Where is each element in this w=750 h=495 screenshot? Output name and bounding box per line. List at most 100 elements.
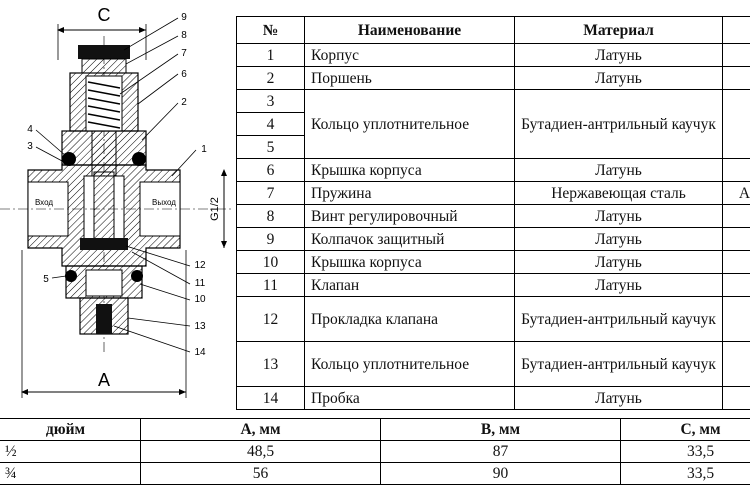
- part-name: Корпус: [304, 43, 515, 67]
- header-extra: [722, 16, 750, 44]
- dim-c-label: C: [98, 5, 111, 25]
- callout-3: 3: [27, 141, 33, 152]
- part-extra: [722, 250, 750, 274]
- inlet-label: Вход: [35, 198, 53, 207]
- part-name: Крышка корпуса: [304, 250, 515, 274]
- header-a: А, мм: [140, 418, 381, 441]
- part-extra: [722, 296, 750, 342]
- part-number: 13: [236, 341, 305, 387]
- part-extra: [722, 158, 750, 182]
- callout-10: 10: [194, 294, 206, 305]
- callout-13: 13: [194, 321, 206, 332]
- header-name: Наименование: [304, 16, 515, 44]
- header-size: дюйм: [0, 418, 141, 441]
- part-name: Кольцо уплотнительное: [304, 341, 515, 387]
- part-extra: [722, 66, 750, 90]
- header-number: №: [236, 16, 305, 44]
- part-number: 11: [236, 273, 305, 297]
- part-number: 8: [236, 204, 305, 228]
- part-material: Бутадиен-антрильный каучук: [514, 296, 723, 342]
- part-material: Бутадиен-антрильный каучук: [514, 341, 723, 387]
- part-name: Пробка: [304, 386, 515, 410]
- part-number: 10: [236, 250, 305, 274]
- size-cell: ¾: [0, 462, 141, 485]
- part-number: 3: [236, 89, 305, 113]
- header-material: Материал: [514, 16, 723, 44]
- c-cell: 33,5: [620, 440, 750, 463]
- part-extra: [722, 89, 750, 159]
- part-extra: А: [722, 181, 750, 205]
- c-cell: 33,5: [620, 462, 750, 485]
- part-extra: [722, 273, 750, 297]
- callout-11: 11: [195, 278, 206, 289]
- header-b: B, мм: [380, 418, 621, 441]
- dims-header-row: дюйм А, мм B, мм С, мм: [0, 418, 750, 441]
- b-cell: 87: [380, 440, 621, 463]
- callout-5: 5: [43, 274, 49, 285]
- parts-header-row: № Наименование Материал: [236, 16, 750, 44]
- size-cell: ½: [0, 440, 141, 463]
- part-material: Латунь: [514, 250, 723, 274]
- part-material: Латунь: [514, 66, 723, 90]
- part-number: 4: [236, 112, 305, 136]
- part-material: Латунь: [514, 227, 723, 251]
- part-number: 6: [236, 158, 305, 182]
- part-number: 1: [236, 43, 305, 67]
- part-extra: [722, 227, 750, 251]
- part-name: Пружина: [304, 181, 515, 205]
- part-material: Нержавеющая сталь: [514, 181, 723, 205]
- callout-9: 9: [181, 12, 187, 23]
- part-material: Латунь: [514, 386, 723, 410]
- parts-row: 5: [236, 135, 750, 159]
- spring-icon: [87, 81, 121, 129]
- callout-14: 14: [194, 347, 206, 358]
- a-cell: 48,5: [140, 440, 381, 463]
- part-material: Бутадиен-антрильный каучук: [514, 89, 723, 159]
- part-material: Латунь: [514, 273, 723, 297]
- part-material: Латунь: [514, 204, 723, 228]
- b-cell: 90: [380, 462, 621, 485]
- part-name: Кольцо уплотнительное: [304, 89, 515, 159]
- dim-a-label: A: [98, 370, 110, 390]
- part-number: 5: [236, 135, 305, 159]
- part-name: Прокладка клапана: [304, 296, 515, 342]
- part-name: Винт регулировочный: [304, 204, 515, 228]
- callout-1: 1: [201, 144, 207, 155]
- part-number: 9: [236, 227, 305, 251]
- part-extra: [722, 386, 750, 410]
- part-number: 12: [236, 296, 305, 342]
- valve-section-drawing: C Вход Выход A G1/2: [0, 5, 232, 398]
- part-name: Колпачок защитный: [304, 227, 515, 251]
- part-name: Крышка корпуса: [304, 158, 515, 182]
- callout-2: 2: [181, 97, 187, 108]
- callout-6: 6: [181, 69, 187, 80]
- callout-12: 12: [194, 260, 206, 271]
- part-material: Латунь: [514, 43, 723, 67]
- callout-7: 7: [181, 48, 187, 59]
- callout-4: 4: [27, 124, 33, 135]
- part-material: Латунь: [514, 158, 723, 182]
- outlet-label: Выход: [152, 198, 176, 207]
- part-number: 14: [236, 386, 305, 410]
- part-extra: [722, 341, 750, 387]
- part-name: Клапан: [304, 273, 515, 297]
- part-number: 7: [236, 181, 305, 205]
- header-c: С, мм: [620, 418, 750, 441]
